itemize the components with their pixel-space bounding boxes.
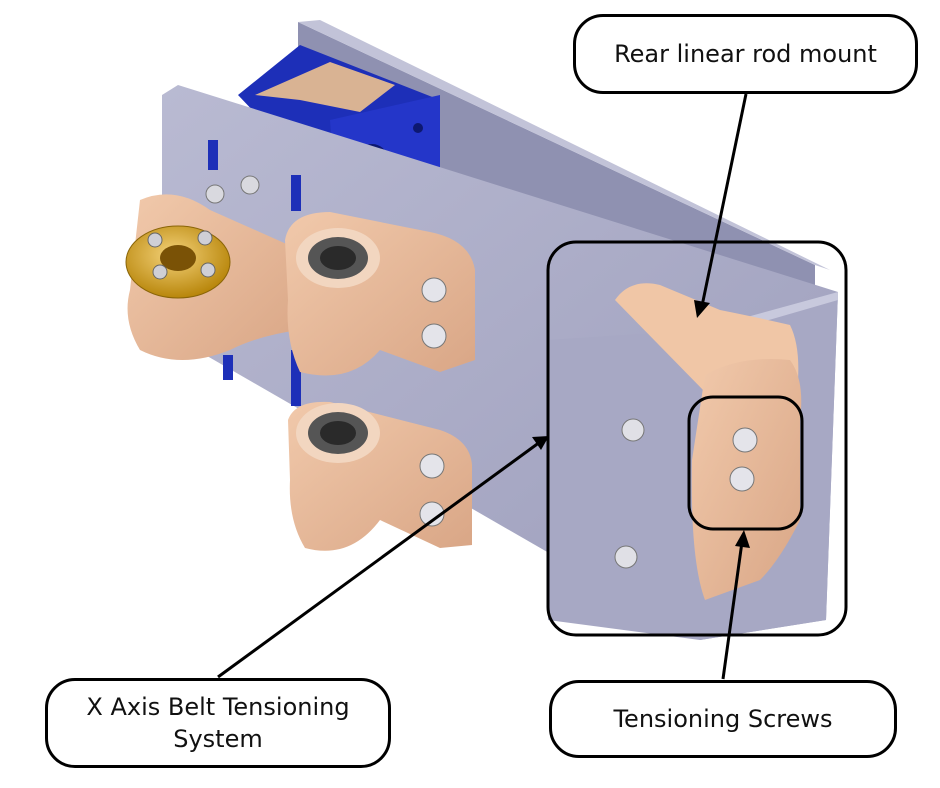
plate-slots bbox=[208, 140, 301, 406]
arrow-belt-tensioning bbox=[217, 440, 541, 679]
bolt-head-icon bbox=[732, 427, 758, 453]
lower-bearing-block bbox=[288, 401, 472, 551]
plate-bolts bbox=[205, 175, 645, 569]
tensioning-screws-text: Tensioning Screws bbox=[613, 704, 833, 733]
belt-tensioning-text-line1: X Axis Belt Tensioning bbox=[86, 692, 350, 721]
upper-bearing-block bbox=[285, 212, 475, 376]
lead-screw-arm bbox=[125, 194, 301, 360]
tensioning-screws-label: Tensioning Screws bbox=[549, 680, 897, 758]
callout-arrows bbox=[217, 93, 750, 680]
arrow-rear-rod-mount bbox=[700, 93, 748, 307]
rear-linear-rod-mount-text: Rear linear rod mount bbox=[614, 39, 877, 68]
tensioning-screws-highlight-box bbox=[687, 395, 804, 531]
rear-linear-rod-mount-label: Rear linear rod mount bbox=[573, 14, 918, 94]
belt-tensioning-text-line2: System bbox=[173, 725, 263, 753]
x-axis-belt-tensioning-label: X Axis Belt Tensioning System bbox=[45, 678, 391, 768]
arrow-tensioning-screws bbox=[721, 541, 744, 680]
rear-rod-mount-part bbox=[615, 283, 802, 600]
belt-tensioner-highlight-box bbox=[546, 240, 848, 637]
